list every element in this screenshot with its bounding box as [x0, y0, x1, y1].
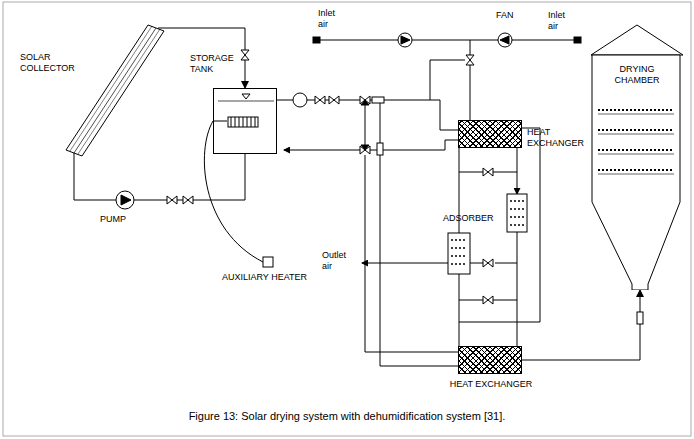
air-label: Inlet air — [548, 10, 574, 33]
node-label: HEAT EXCHANGER — [439, 379, 543, 390]
air-label: Outlet air — [322, 250, 356, 273]
drying-chamber: DRYING CHAMBER — [590, 22, 684, 290]
node-label: STORAGE TANK — [190, 53, 242, 76]
collector-outline — [18, 22, 168, 158]
component-label: ADSORBER — [443, 213, 494, 224]
tank-outline — [214, 89, 278, 155]
chamber-outline — [590, 22, 684, 290]
storage-tank: STORAGE TANK — [213, 88, 277, 154]
air-label: Inlet air — [318, 8, 344, 31]
pipe-connector — [158, 28, 245, 88]
component-label: PUMP — [100, 214, 126, 225]
node-label: HEAT EXCHANGER — [527, 127, 587, 150]
heat-exchanger: HEAT EXCHANGER — [458, 346, 522, 374]
heat-exchanger: HEAT EXCHANGER — [458, 120, 522, 148]
component-label: FAN — [496, 10, 514, 21]
node-label: DRYING CHAMBER — [605, 64, 669, 87]
pipe-connector — [74, 153, 245, 200]
component-label: AUXILIARY HEATER — [222, 272, 307, 283]
node-label: SOLAR COLLECTOR — [20, 52, 86, 75]
figure-caption: Figure 13: Solar drying system with dehu… — [0, 410, 694, 422]
solar-collector: SOLAR COLLECTOR — [18, 22, 168, 158]
